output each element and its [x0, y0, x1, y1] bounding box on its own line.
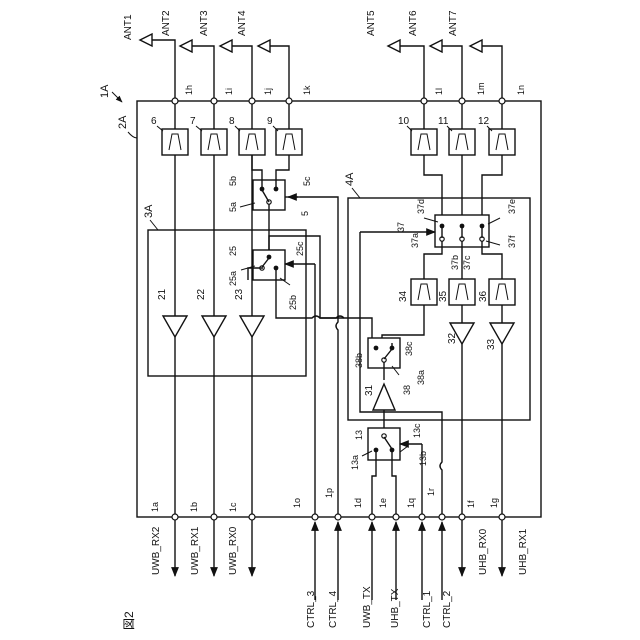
switch-37: 37 37d 37e 37a 37f 37b 37c: [360, 155, 517, 270]
switch-port-label: 37b: [450, 255, 460, 270]
signal-label: UHB_RX1: [518, 528, 529, 575]
antenna-label: ANT6: [408, 10, 419, 36]
switch-port-label: 13c: [412, 423, 422, 438]
figure-label: 図2: [122, 611, 136, 630]
block-3a-label: 3A: [143, 204, 155, 218]
terminal-label: 1e: [378, 498, 388, 508]
terminal-label: 1h: [184, 85, 194, 95]
switch-port-label: 37c: [462, 255, 472, 270]
switch-port-label: 37a: [410, 233, 420, 248]
filters-34-36: 34 35 36: [398, 279, 515, 305]
signal-label: UWB_TX: [362, 586, 373, 628]
amplifier-label: 31: [364, 384, 375, 396]
amplifier-label: 22: [196, 288, 207, 300]
switch-label: 5: [300, 211, 310, 216]
filter-label: 12: [478, 116, 490, 127]
signal-label: UWB_RX2: [151, 526, 162, 575]
terminal-label: 1n: [516, 85, 526, 95]
switch-13: 13 13a 13c 13b: [350, 423, 428, 470]
amplifier-label: 23: [234, 288, 245, 300]
terminal-label: 1c: [228, 502, 238, 512]
power-amplifier-31: 31: [364, 362, 395, 428]
switch-port-label: 13a: [350, 455, 360, 470]
substrate-label: 2A: [117, 115, 129, 129]
terminal-label: 1o: [292, 498, 302, 508]
switch-port-label: 25a: [228, 271, 238, 286]
filter-label: 7: [190, 116, 196, 127]
terminal-label: 1f: [466, 500, 476, 508]
switch-label: 13: [354, 430, 364, 440]
terminal-label: 1g: [489, 498, 499, 508]
switch-port-label: 5b: [228, 176, 238, 186]
signal-labels: UWB_RX2 UWB_RX1 UWB_RX0 CTRL_3 CTRL_4 UW…: [151, 526, 529, 628]
uwb-filters: 6 7 8 9: [151, 104, 302, 155]
terminal-label: 1k: [302, 85, 312, 95]
switch-port-label: 5a: [228, 202, 238, 212]
signal-label: CTRL_4: [328, 590, 339, 628]
switch-port-label: 38a: [416, 370, 426, 385]
amplifier-label: 32: [447, 332, 458, 344]
terminal-label: 1r: [426, 488, 436, 496]
switch-port-label: 37e: [507, 199, 517, 214]
switch-port-label: 25c: [295, 241, 305, 256]
switch-port-label: 37f: [507, 235, 517, 248]
external-signal-arrows: [175, 520, 502, 600]
switch-port-label: 13b: [418, 451, 428, 466]
switch-port-label: 5c: [302, 176, 312, 186]
terminal-label: 1a: [150, 502, 160, 512]
uhb-rx-amplifiers: 32 33: [447, 305, 514, 515]
block-4a-label: 4A: [344, 172, 356, 186]
antenna-label: ANT2: [161, 10, 172, 36]
terminal-label: 1q: [406, 498, 416, 508]
filter-label: 35: [438, 290, 449, 302]
signal-label: CTRL_3: [306, 590, 317, 628]
filter-label: 10: [398, 116, 410, 127]
terminal-label: 1l: [434, 88, 444, 95]
terminal-label: 1i: [224, 88, 234, 95]
signal-label: UHB_RX0: [478, 528, 489, 575]
signal-label: UWB_RX0: [228, 526, 239, 575]
filter-label: 8: [229, 116, 235, 127]
antenna-ant4: ANT4: [237, 10, 289, 101]
signal-label: UHB_TX: [390, 588, 401, 628]
filter-label: 11: [438, 116, 449, 127]
antenna-label: ANT5: [366, 10, 377, 36]
signal-label: UWB_RX1: [190, 526, 201, 575]
uwb-rx-amplifiers: 21 22 23: [157, 155, 264, 515]
terminal-label: 1m: [476, 82, 486, 95]
terminal-label: 1p: [324, 488, 334, 498]
amplifier-label: 33: [486, 338, 497, 350]
signal-label: CTRL_2: [442, 590, 453, 628]
switch-port-label: 38b: [354, 353, 364, 368]
filter-label: 36: [478, 290, 489, 302]
switch-label: 37: [396, 222, 406, 232]
module-boundary: [137, 101, 541, 517]
filter-label: 9: [267, 116, 273, 127]
switch-port-label: 37d: [416, 199, 426, 214]
amplifier-label: 21: [157, 288, 168, 300]
antenna-ant7: ANT7: [448, 10, 502, 101]
signal-label: CTRL_1: [422, 590, 433, 628]
switch-port-label: 38c: [404, 341, 414, 356]
terminal-label: 1j: [263, 88, 273, 95]
switch-label: 38: [402, 385, 412, 395]
filter-label: 6: [151, 116, 157, 127]
module-label: 1A: [99, 84, 111, 98]
uhb-filters: 10 11 12: [398, 104, 515, 155]
bottom-terminals: 1a 1b 1c 1o 1p 1d 1e 1q 1r 1f 1g: [150, 488, 505, 520]
antenna-label: ANT3: [199, 10, 210, 36]
switch-label: 25: [228, 246, 238, 256]
switch-port-label: 25b: [288, 295, 298, 310]
terminal-label: 1b: [189, 502, 199, 512]
antenna-label: ANT7: [448, 10, 459, 36]
terminal-label: 1d: [353, 498, 363, 508]
filter-label: 34: [398, 290, 409, 302]
antenna-label: ANT1: [123, 14, 134, 40]
antenna-label: ANT4: [237, 10, 248, 36]
